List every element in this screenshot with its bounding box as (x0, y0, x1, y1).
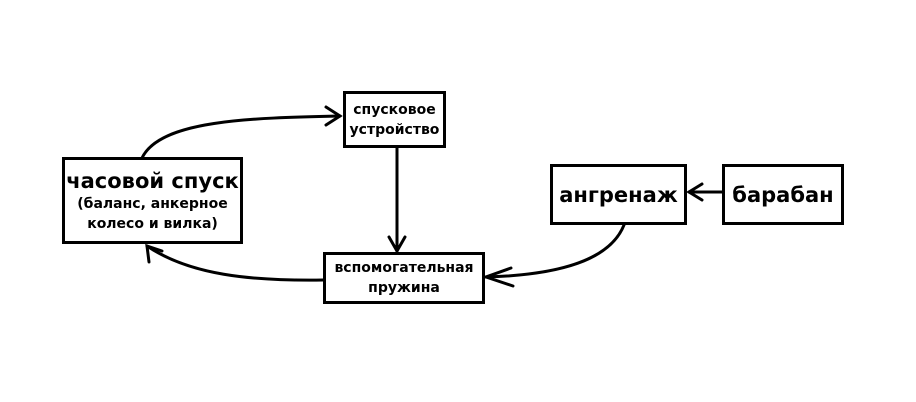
edge-aux-spring-to-escapement (145, 243, 325, 282)
node-escapement: часовой спуск (баланс, анкерное колесо и… (62, 157, 243, 244)
node-aux-spring: вспомогательная пружина (323, 252, 485, 304)
node-gear-train-label: ангренаж (559, 182, 678, 207)
edge-escapement-to-trigger (140, 105, 343, 160)
edge-barrel-to-gear-train (686, 182, 724, 202)
edge-gear-train-to-aux-spring (481, 223, 626, 288)
node-aux-spring-line2: пружина (368, 280, 440, 296)
node-trigger-line1: спусковое (353, 101, 436, 118)
node-gear-train: ангренаж (550, 164, 687, 225)
node-barrel-label: барабан (732, 182, 834, 207)
edge-trigger-to-aux-spring (387, 146, 407, 255)
node-barrel: барабан (722, 164, 844, 225)
node-aux-spring-line1: вспомогательная (334, 260, 474, 276)
node-trigger-line2: устройство (349, 121, 440, 138)
node-trigger: спусковое устройство (343, 91, 446, 148)
node-escapement-subtitle-2: колесо и вилка) (87, 215, 218, 232)
node-escapement-title: часовой спуск (66, 168, 239, 193)
node-escapement-subtitle-1: (баланс, анкерное (77, 195, 228, 212)
